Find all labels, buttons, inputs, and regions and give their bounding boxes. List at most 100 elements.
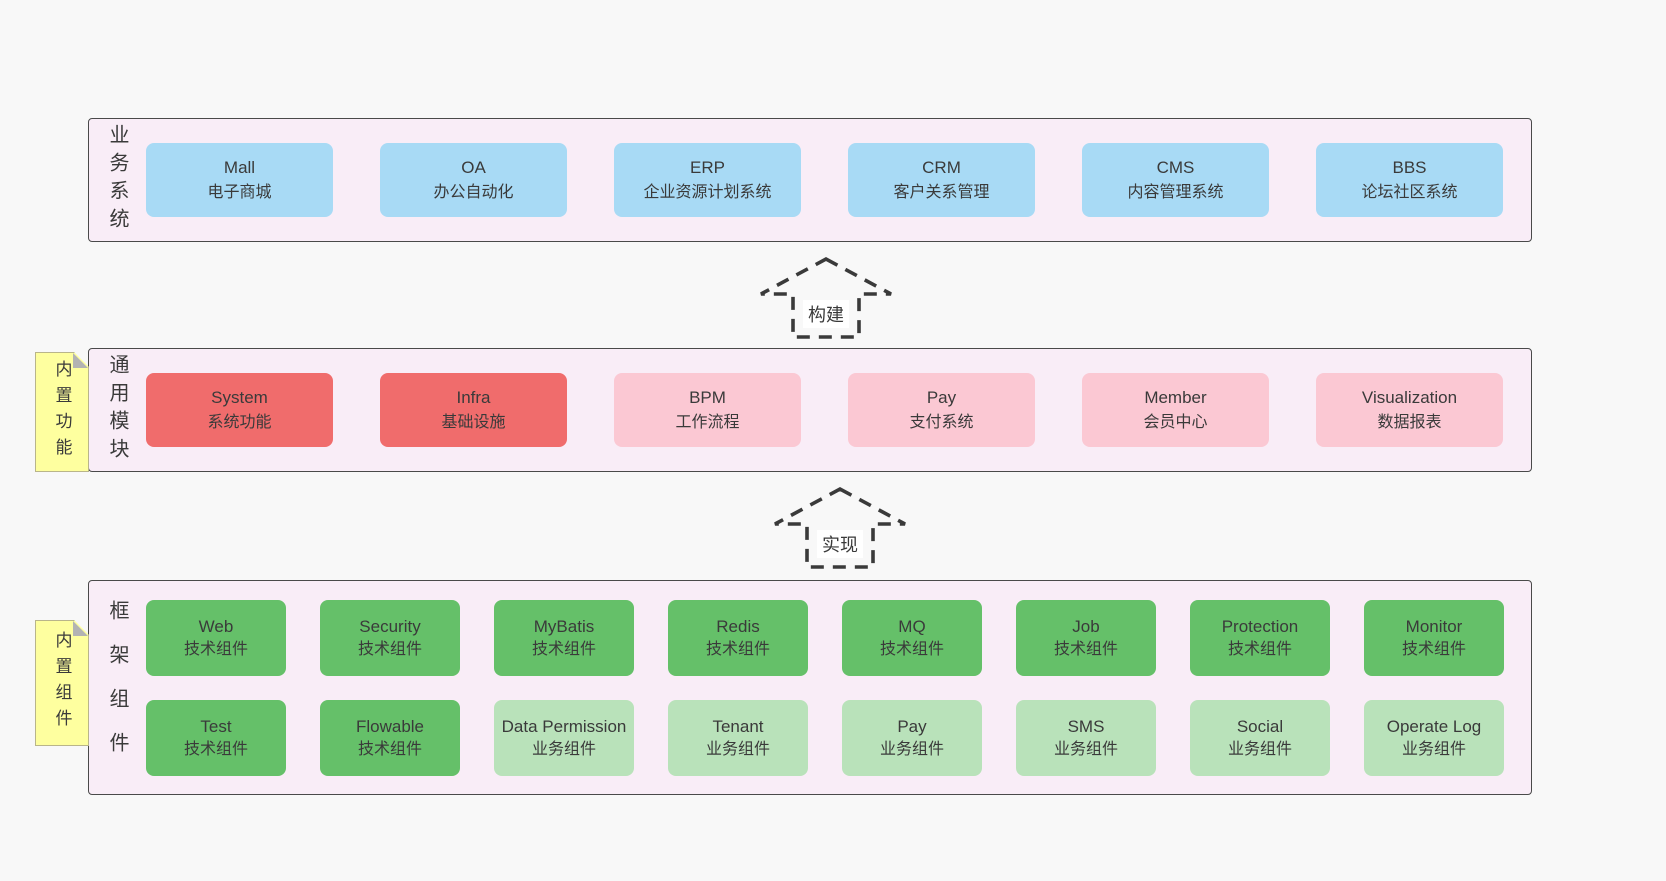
box-desc: 技术组件 — [705, 640, 770, 658]
box-crm: CRM 客户关系管理 — [848, 143, 1035, 217]
box-mq: MQ 技术组件 — [842, 599, 982, 676]
layer-label-business: 业务系统 — [106, 124, 128, 236]
box-desc: 论坛社区系统 — [1361, 184, 1458, 201]
box-bpm: BPM 工作流程 — [614, 373, 801, 447]
box-name: Test — [200, 716, 232, 736]
box-name: Redis — [716, 616, 760, 636]
box-pay-system: Pay 支付系统 — [848, 373, 1035, 447]
box-desc: 技术组件 — [357, 740, 422, 758]
box-name: Mall — [223, 158, 256, 177]
box-pay-component: Pay 业务组件 — [842, 699, 982, 776]
dashed-up-arrow-icon — [774, 486, 906, 569]
box-name: Member — [1144, 388, 1207, 407]
box-desc: 业务组件 — [1401, 740, 1466, 758]
box-name: Security — [359, 616, 421, 636]
box-name: MQ — [898, 616, 926, 636]
sticky-note-built-in-components: 内置组件 — [35, 620, 89, 746]
box-job: Job 技术组件 — [1016, 599, 1156, 676]
box-name: CRM — [922, 158, 961, 177]
box-erp: ERP 企业资源计划系统 — [614, 143, 801, 217]
box-flowable: Flowable 技术组件 — [320, 699, 460, 776]
panel-framework-components: 框架组件 Web 技术组件 Security 技术组件 MyBatis 技术组件… — [88, 580, 1532, 795]
box-name: Infra — [456, 388, 491, 407]
box-desc: 业务组件 — [879, 740, 944, 758]
box-desc: 技术组件 — [1227, 640, 1292, 658]
modules-boxes-row: System 系统功能 Infra 基础设施 BPM 工作流程 Pay 支付系统… — [146, 373, 1503, 447]
box-name: Tenant — [712, 716, 764, 736]
box-tenant: Tenant 业务组件 — [668, 699, 808, 776]
dashed-up-arrow-icon — [760, 256, 892, 339]
box-name: Pay — [926, 388, 957, 407]
box-desc: 客户关系管理 — [893, 184, 990, 201]
box-bbs: BBS 论坛社区系统 — [1316, 143, 1503, 217]
box-protection: Protection 技术组件 — [1190, 599, 1330, 676]
business-boxes-row: Mall 电子商城 OA 办公自动化 ERP 企业资源计划系统 CRM 客户关系… — [146, 143, 1503, 217]
box-infra: Infra 基础设施 — [380, 373, 567, 447]
box-name: Pay — [897, 716, 927, 736]
box-desc: 业务组件 — [531, 740, 596, 758]
box-desc: 技术组件 — [183, 640, 248, 658]
components-row-2: Test 技术组件 Flowable 技术组件 Data Permission … — [146, 699, 1504, 776]
arrow-implement-label: 实现 — [817, 530, 863, 558]
box-desc: 工作流程 — [675, 414, 740, 431]
box-social: Social 业务组件 — [1190, 699, 1330, 776]
box-desc: 内容管理系统 — [1127, 184, 1224, 201]
box-name: System — [211, 388, 268, 407]
note-text: 内置组件 — [52, 631, 72, 735]
box-name: Protection — [1221, 616, 1299, 636]
box-desc: 业务组件 — [1053, 740, 1118, 758]
box-sms: SMS 业务组件 — [1016, 699, 1156, 776]
box-operate-log: Operate Log 业务组件 — [1364, 699, 1504, 776]
box-name: OA — [461, 158, 486, 177]
layer-label-modules: 通用模块 — [106, 354, 128, 466]
box-name: SMS — [1067, 716, 1105, 736]
box-visualization: Visualization 数据报表 — [1316, 373, 1503, 447]
box-desc: 技术组件 — [1053, 640, 1118, 658]
box-mall: Mall 电子商城 — [146, 143, 333, 217]
box-desc: 技术组件 — [531, 640, 596, 658]
box-monitor: Monitor 技术组件 — [1364, 599, 1504, 676]
box-test: Test 技术组件 — [146, 699, 286, 776]
arrow-build: 构建 — [758, 256, 894, 340]
note-fold-icon — [73, 353, 88, 368]
box-name: Web — [198, 616, 234, 636]
box-desc: 数据报表 — [1377, 414, 1442, 431]
box-system: System 系统功能 — [146, 373, 333, 447]
box-name: Visualization — [1361, 388, 1458, 407]
box-name: Monitor — [1405, 616, 1463, 636]
box-desc: 业务组件 — [1227, 740, 1292, 758]
box-name: MyBatis — [533, 616, 595, 636]
box-name: Flowable — [355, 716, 425, 736]
box-desc: 系统功能 — [207, 414, 272, 431]
box-name: Job — [1072, 616, 1100, 636]
sticky-note-built-in-features: 内置功能 — [35, 352, 89, 472]
box-desc: 技术组件 — [879, 640, 944, 658]
arrow-implement: 实现 — [772, 486, 908, 570]
box-name: Operate Log — [1386, 716, 1482, 736]
box-name: Social — [1236, 716, 1284, 736]
box-web: Web 技术组件 — [146, 599, 286, 676]
box-desc: 技术组件 — [1401, 640, 1466, 658]
components-boxes-grid: Web 技术组件 Security 技术组件 MyBatis 技术组件 Redi… — [146, 599, 1504, 776]
box-desc: 基础设施 — [441, 414, 506, 431]
box-name: ERP — [690, 158, 725, 177]
box-security: Security 技术组件 — [320, 599, 460, 676]
arrow-build-label: 构建 — [803, 300, 849, 328]
panel-common-modules: 通用模块 System 系统功能 Infra 基础设施 BPM 工作流程 Pay… — [88, 348, 1532, 472]
box-desc: 会员中心 — [1143, 414, 1208, 431]
box-desc: 业务组件 — [705, 740, 770, 758]
box-desc: 技术组件 — [183, 740, 248, 758]
components-row-1: Web 技术组件 Security 技术组件 MyBatis 技术组件 Redi… — [146, 599, 1504, 676]
box-name: BBS — [1392, 158, 1427, 177]
box-desc: 电子商城 — [207, 184, 272, 201]
box-redis: Redis 技术组件 — [668, 599, 808, 676]
box-cms: CMS 内容管理系统 — [1082, 143, 1269, 217]
box-oa: OA 办公自动化 — [380, 143, 567, 217]
panel-business-systems: 业务系统 Mall 电子商城 OA 办公自动化 ERP 企业资源计划系统 CRM… — [88, 118, 1532, 242]
box-data-permission: Data Permission 业务组件 — [494, 699, 634, 776]
box-mybatis: MyBatis 技术组件 — [494, 599, 634, 676]
box-member: Member 会员中心 — [1082, 373, 1269, 447]
box-desc: 办公自动化 — [433, 184, 514, 201]
box-name: BPM — [689, 388, 726, 407]
